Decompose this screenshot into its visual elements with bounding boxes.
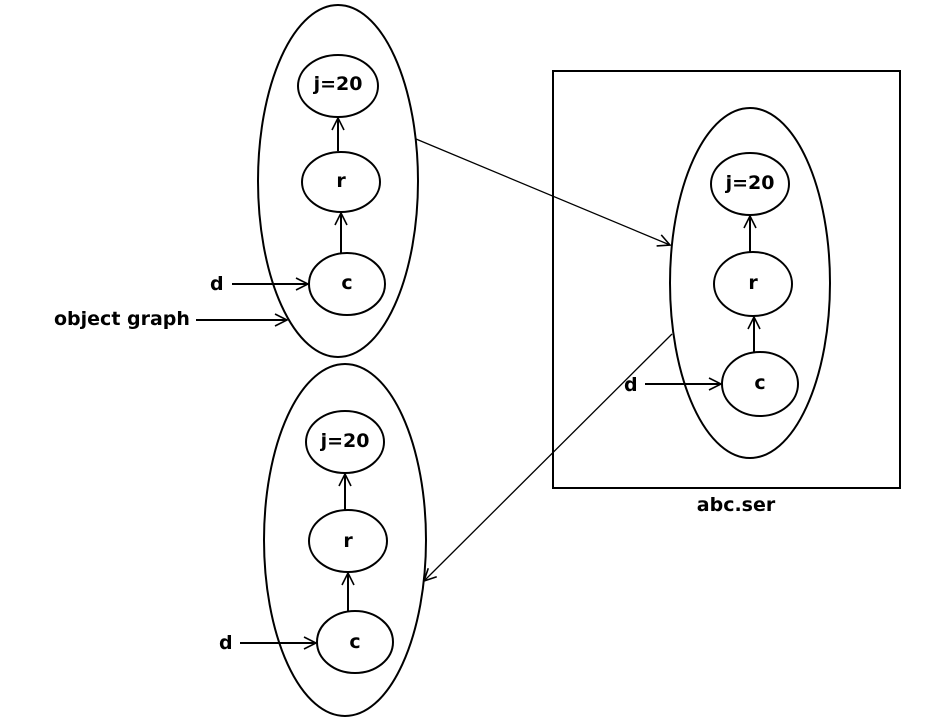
node-j-label: j=20 bbox=[320, 430, 370, 452]
serialized-graph-container bbox=[669, 107, 831, 459]
file-name-label: abc.ser bbox=[697, 494, 776, 516]
object-graph-label: object graph bbox=[54, 308, 190, 330]
serialized-file: abc.ser j=20 r c d bbox=[552, 70, 901, 516]
node-c-label: c bbox=[754, 372, 765, 394]
deserialize-arrow bbox=[424, 333, 673, 581]
reference-d-label: d bbox=[624, 374, 638, 396]
node-c bbox=[308, 252, 386, 316]
node-r-label: r bbox=[336, 170, 346, 192]
reference-d-label: d bbox=[210, 273, 224, 295]
deserialized-graph-container bbox=[263, 363, 427, 717]
node-c bbox=[721, 351, 799, 417]
original-object-graph: j=20 r c d object graph bbox=[54, 4, 419, 358]
deserialized-object-graph: j=20 r c d bbox=[219, 363, 427, 717]
reference-d-label: d bbox=[219, 632, 233, 654]
node-j-label: j=20 bbox=[725, 172, 775, 194]
node-c bbox=[316, 610, 394, 674]
serialize-arrow bbox=[415, 138, 670, 245]
node-c-label: c bbox=[341, 272, 352, 294]
node-c-label: c bbox=[349, 631, 360, 653]
node-j-label: j=20 bbox=[313, 73, 363, 95]
file-box bbox=[552, 70, 901, 489]
original-graph-container bbox=[257, 4, 419, 358]
node-r-label: r bbox=[343, 530, 353, 552]
node-r-label: r bbox=[748, 272, 758, 294]
